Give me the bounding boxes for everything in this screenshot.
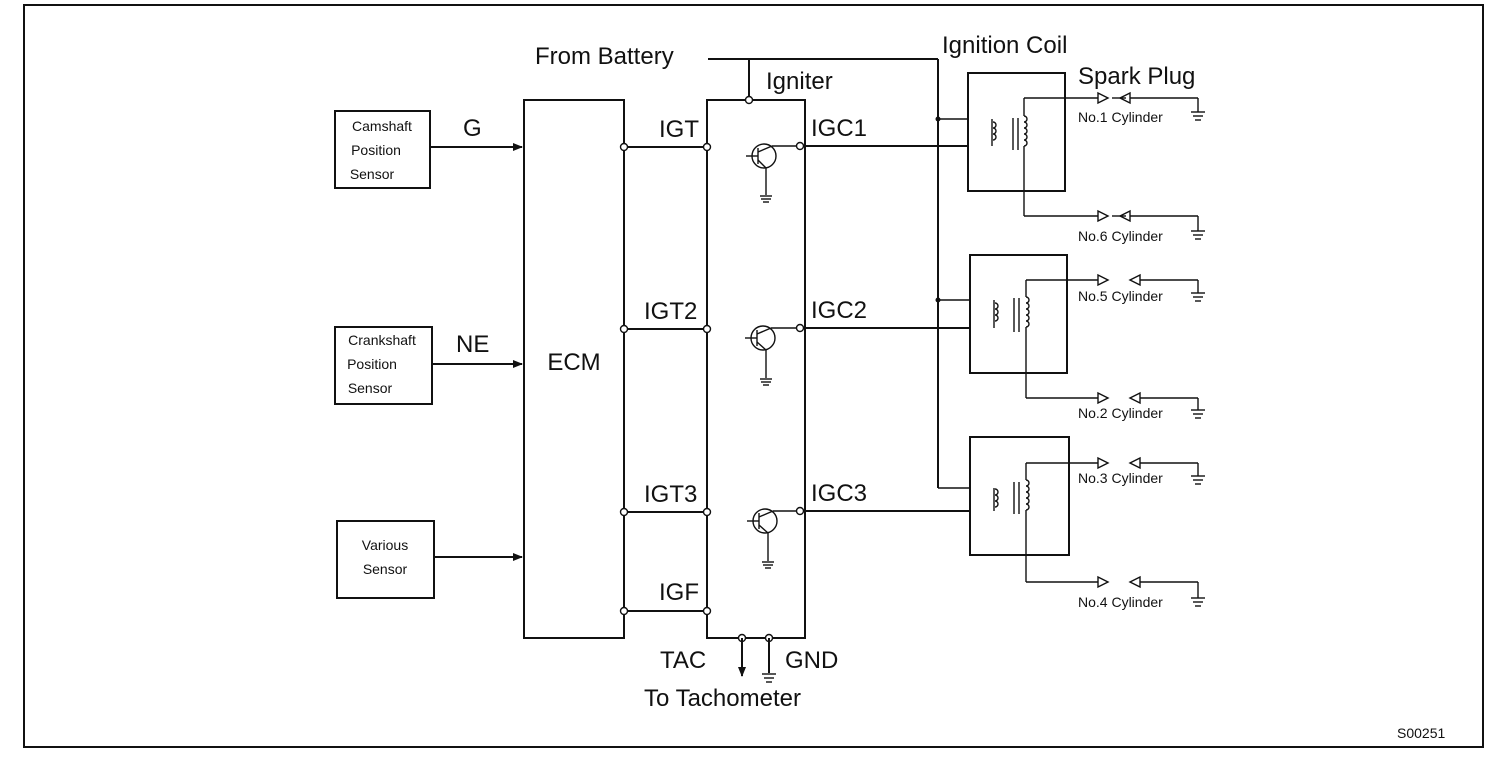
ignition-coil-1	[967, 72, 1098, 217]
igt2-label: IGT2	[644, 298, 697, 325]
igf-label: IGF	[659, 579, 699, 606]
igt-wires	[619, 142, 712, 616]
sensor-label: Camshaft	[352, 118, 412, 134]
diagram-frame	[23, 4, 1484, 748]
transistor-1	[746, 143, 800, 203]
tac-gnd-terminals	[737, 633, 776, 683]
to-tachometer-label: To Tachometer	[644, 685, 801, 712]
igniter-box	[706, 99, 806, 639]
cylinder-5-label: No.5 Cylinder	[1078, 288, 1163, 304]
ecm-label: ECM	[547, 349, 600, 376]
ecm-box	[523, 99, 625, 639]
ne-signal-label: NE	[456, 331, 489, 358]
sensor-label: Sensor	[348, 380, 393, 396]
spark-plug-no1	[1097, 91, 1205, 121]
spark-plug-no4	[1097, 575, 1205, 607]
igt-label: IGT	[659, 116, 699, 143]
igt3-label: IGT3	[644, 481, 697, 508]
spark-plug-no6	[1097, 209, 1205, 240]
igc-wires	[795, 141, 992, 516]
sensor-label: Sensor	[350, 166, 395, 182]
crankshaft-position-sensor: Crankshaft Position Sensor	[334, 326, 433, 405]
cylinder-2-label: No.2 Cylinder	[1078, 405, 1163, 421]
ignition-coil-3	[969, 436, 1098, 583]
spark-plug-no2	[1097, 391, 1205, 419]
camshaft-position-sensor: Camshaft Position Sensor	[334, 110, 431, 189]
igniter-label: Igniter	[766, 68, 833, 95]
ignition-coil-label: Ignition Coil	[942, 32, 1067, 59]
g-signal-label: G	[463, 115, 482, 142]
sensor-label: Position	[351, 142, 401, 158]
igc3-label: IGC3	[811, 480, 867, 507]
cylinder-6-label: No.6 Cylinder	[1078, 228, 1163, 244]
spark-plug-no5	[1097, 273, 1205, 302]
transistor-2	[745, 325, 800, 386]
sensor-label: Sensor	[363, 561, 408, 577]
igc1-label: IGC1	[811, 115, 867, 142]
gnd-label: GND	[785, 647, 838, 674]
sensor-label: Various	[362, 537, 408, 553]
transistor-3	[747, 508, 800, 569]
from-battery-label: From Battery	[535, 43, 674, 70]
cylinder-1-label: No.1 Cylinder	[1078, 109, 1163, 125]
sensor-label: Position	[347, 356, 397, 372]
spark-plug-no3	[1097, 456, 1205, 485]
igc2-label: IGC2	[811, 297, 867, 324]
cylinder-3-label: No.3 Cylinder	[1078, 470, 1163, 486]
various-sensor: Various Sensor	[336, 520, 435, 599]
tac-label: TAC	[660, 647, 706, 674]
ignition-coil-2	[969, 254, 1098, 399]
figure-code: S00251	[1397, 725, 1445, 741]
sensor-label: Crankshaft	[348, 332, 416, 348]
spark-plug-label: Spark Plug	[1078, 63, 1195, 90]
cylinder-4-label: No.4 Cylinder	[1078, 594, 1163, 610]
